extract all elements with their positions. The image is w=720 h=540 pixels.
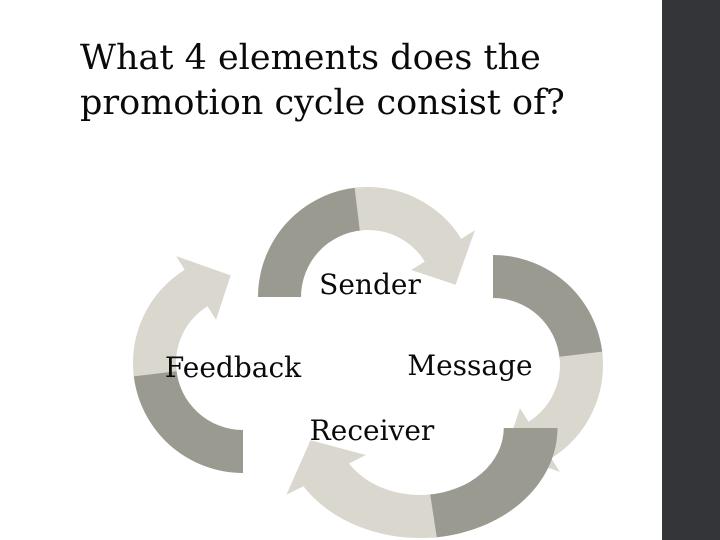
cycle-label-receiver: Receiver bbox=[309, 414, 435, 447]
cycle-label-feedback: Feedback bbox=[164, 351, 302, 384]
cycle-label-sender: Sender bbox=[319, 268, 421, 301]
slide-title: What 4 elements does the promotion cycle… bbox=[80, 36, 640, 126]
slide-title-line-2: promotion cycle consist of? bbox=[80, 83, 565, 123]
slide-side-accent-bar bbox=[662, 0, 720, 540]
cycle-label-message: Message bbox=[407, 349, 533, 382]
slide-title-line-1: What 4 elements does the bbox=[80, 38, 541, 78]
